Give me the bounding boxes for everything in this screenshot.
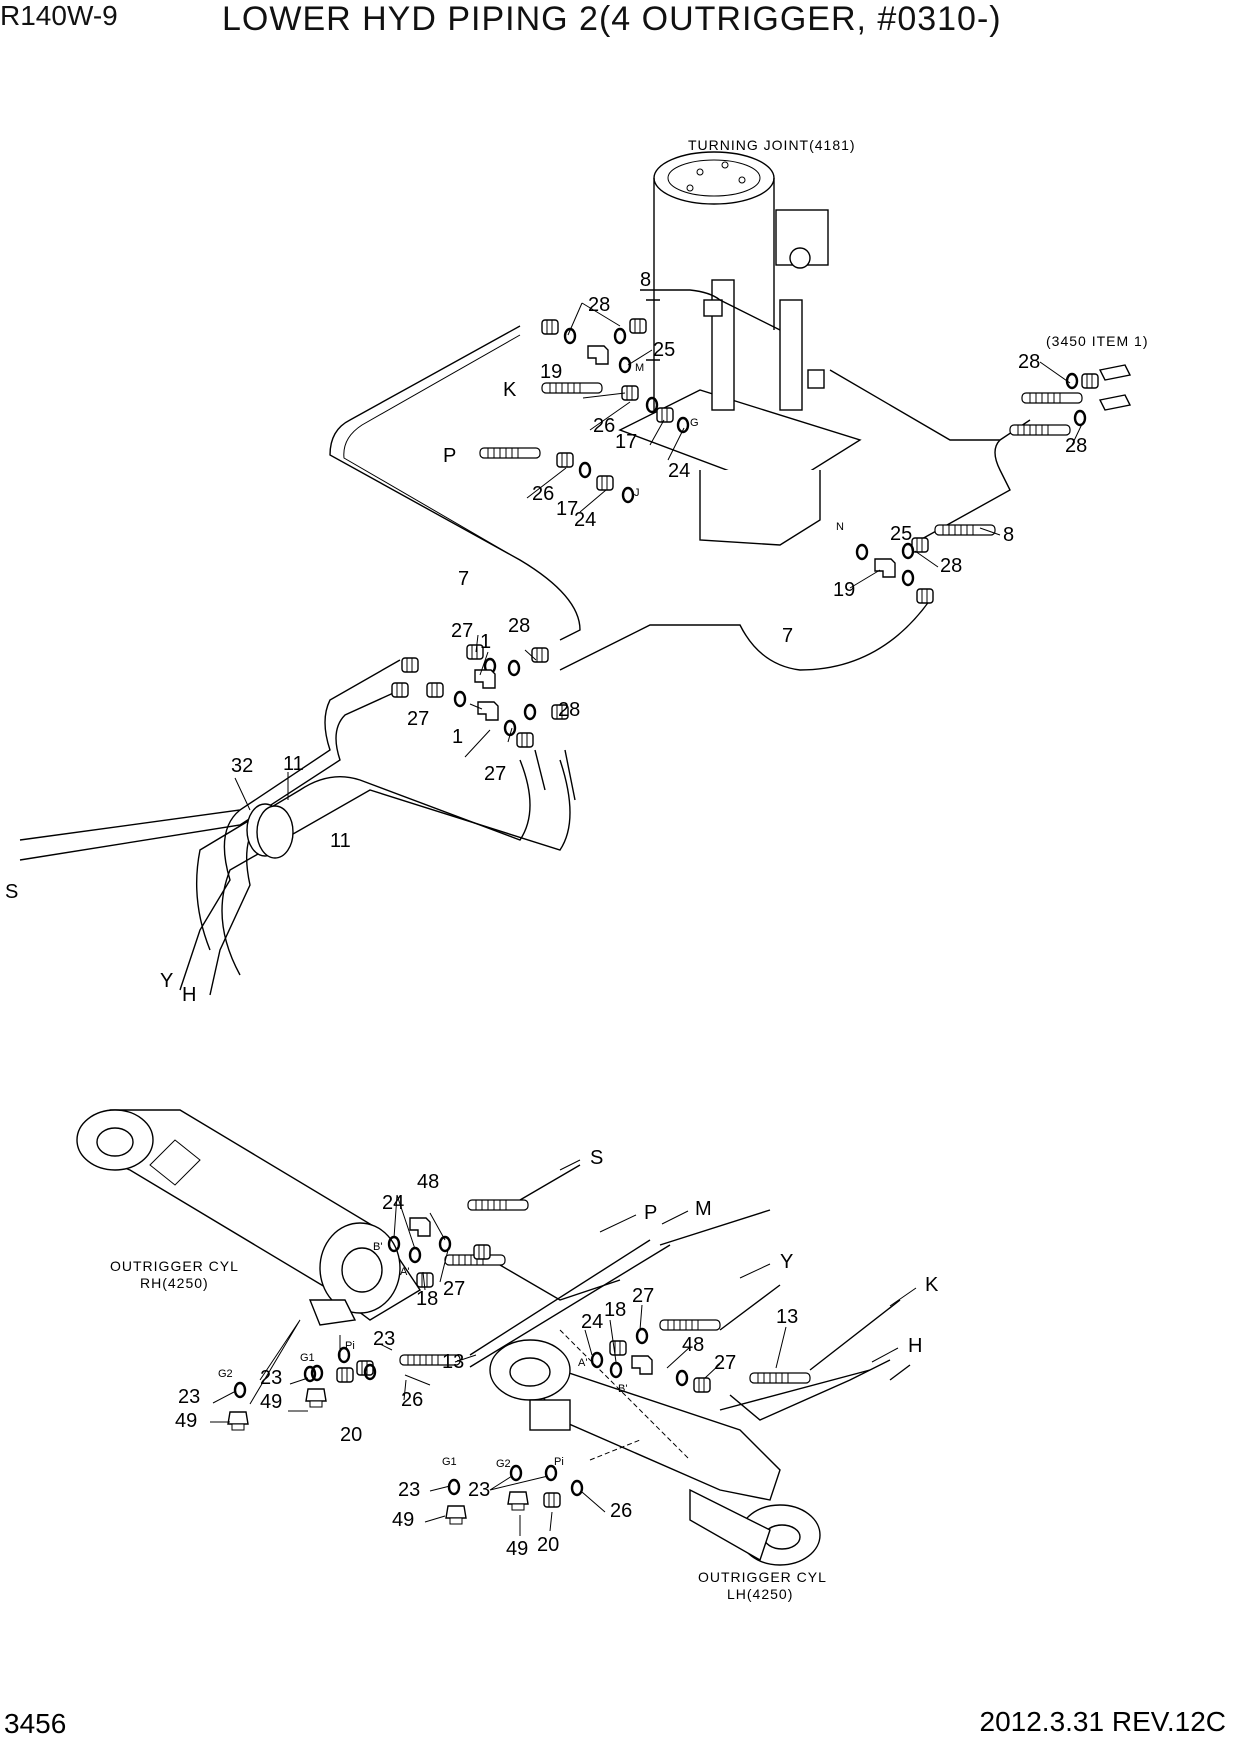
callout: P — [443, 445, 456, 467]
callout: 1 — [480, 631, 491, 653]
callout: 27 — [407, 708, 429, 730]
port-label: A' — [578, 1357, 587, 1369]
turning-joint-label: TURNING JOINT(4181) — [688, 137, 856, 153]
port-label: J — [634, 487, 640, 499]
model-code: R140W-9 — [0, 0, 118, 31]
callout: 1 — [452, 726, 463, 748]
upper-piping — [19, 289, 1031, 996]
callout: 24 — [382, 1192, 404, 1214]
port-label: B' — [373, 1241, 382, 1253]
port-label: G2 — [496, 1458, 511, 1470]
callout: K — [925, 1274, 939, 1296]
callout: 13 — [442, 1351, 464, 1373]
callout: H — [182, 984, 196, 1006]
callout: 24 — [574, 509, 596, 531]
callout: 28 — [558, 699, 580, 721]
callout: 24 — [668, 460, 690, 482]
callout: 23 — [398, 1479, 420, 1501]
callout: 32 — [231, 755, 253, 777]
callout: 27 — [714, 1352, 736, 1374]
callout: 17 — [615, 431, 637, 453]
callout: 26 — [532, 483, 554, 505]
port-label: G2 — [218, 1368, 233, 1380]
cylinder-lh-label: OUTRIGGER CYL — [698, 1569, 827, 1585]
callout: 27 — [443, 1278, 465, 1300]
port-label: A' — [400, 1266, 409, 1278]
lower-piping — [399, 1164, 911, 1421]
callout: 23 — [260, 1367, 282, 1389]
port-label: B' — [618, 1383, 627, 1395]
callout: 25 — [890, 523, 912, 545]
callout: 8 — [1003, 524, 1014, 546]
port-label: N — [836, 521, 844, 533]
callout: 7 — [458, 568, 469, 590]
callout: 24 — [581, 1311, 603, 1333]
callout: P — [644, 1202, 657, 1224]
port-label: Pi — [554, 1456, 564, 1468]
callout: 19 — [833, 579, 855, 601]
item-ref-label: (3450 ITEM 1) — [1046, 333, 1148, 349]
callout: 49 — [392, 1509, 414, 1531]
callout: 7 — [782, 625, 793, 647]
callout: Y — [160, 970, 173, 992]
cylinder-lh-code: LH(4250) — [727, 1586, 793, 1602]
callout: 23 — [178, 1386, 200, 1408]
callout: 48 — [682, 1334, 704, 1356]
callout: 13 — [776, 1306, 798, 1328]
callout: 20 — [537, 1534, 559, 1556]
callout: 28 — [1018, 351, 1040, 373]
callout: M — [695, 1198, 712, 1220]
outrigger-cylinder-lh — [489, 1329, 821, 1566]
callout: S — [590, 1147, 603, 1169]
callout: 11 — [330, 830, 351, 852]
callout: Y — [780, 1251, 793, 1273]
callout: 20 — [340, 1424, 362, 1446]
callout: 49 — [175, 1410, 197, 1432]
callout: 26 — [610, 1500, 632, 1522]
revision-date: 2012.3.31 REV.12C — [979, 1706, 1227, 1737]
port-label: G — [690, 417, 699, 429]
callout: 23 — [468, 1479, 490, 1501]
port-label: G1 — [300, 1352, 315, 1364]
callout: H — [908, 1335, 922, 1357]
page-number: 3456 — [4, 1708, 67, 1739]
callout: 23 — [373, 1328, 395, 1350]
callout: 49 — [260, 1391, 282, 1413]
callout: 17 — [556, 498, 578, 520]
cylinder-rh-code: RH(4250) — [140, 1275, 209, 1291]
callout: 8 — [640, 269, 651, 291]
callout: 11 — [283, 753, 304, 775]
callout: 28 — [588, 294, 610, 316]
callout: 49 — [506, 1538, 528, 1560]
cylinder-rh-label: OUTRIGGER CYL — [110, 1258, 239, 1274]
callout: 26 — [593, 415, 615, 437]
callout: 25 — [653, 339, 675, 361]
outrigger-cylinder-rh — [76, 1109, 421, 1326]
page-title: LOWER HYD PIPING 2(4 OUTRIGGER, #0310-) — [222, 0, 1002, 38]
callout: 28 — [940, 555, 962, 577]
callout: 28 — [1065, 435, 1087, 457]
callout: S — [5, 881, 18, 903]
callout: 18 — [416, 1288, 438, 1310]
lower-callouts: S P M Y K H 48 24 18 27 23 13 23 23 49 4… — [175, 1147, 939, 1560]
callout: 18 — [604, 1299, 626, 1321]
callout: 27 — [484, 763, 506, 785]
lower-port-labels: B' A' G2 G1 Pi A' B' G1 G2 Pi — [218, 1241, 627, 1470]
port-label: M — [635, 362, 644, 374]
callout: 19 — [540, 361, 562, 383]
callout: 26 — [401, 1389, 423, 1411]
port-label: Pi — [345, 1340, 355, 1352]
callout: K — [503, 379, 517, 401]
turning-joint — [618, 151, 862, 546]
callout: 27 — [632, 1285, 654, 1307]
upper-fittings — [391, 318, 1132, 801]
callout: 28 — [508, 615, 530, 637]
callout: 48 — [417, 1171, 439, 1193]
callout: 27 — [451, 620, 473, 642]
port-label: G1 — [442, 1456, 457, 1468]
upper-callouts: 8 28 25 19 K 26 17 24 P 26 17 24 28 28 8… — [5, 269, 1087, 1006]
